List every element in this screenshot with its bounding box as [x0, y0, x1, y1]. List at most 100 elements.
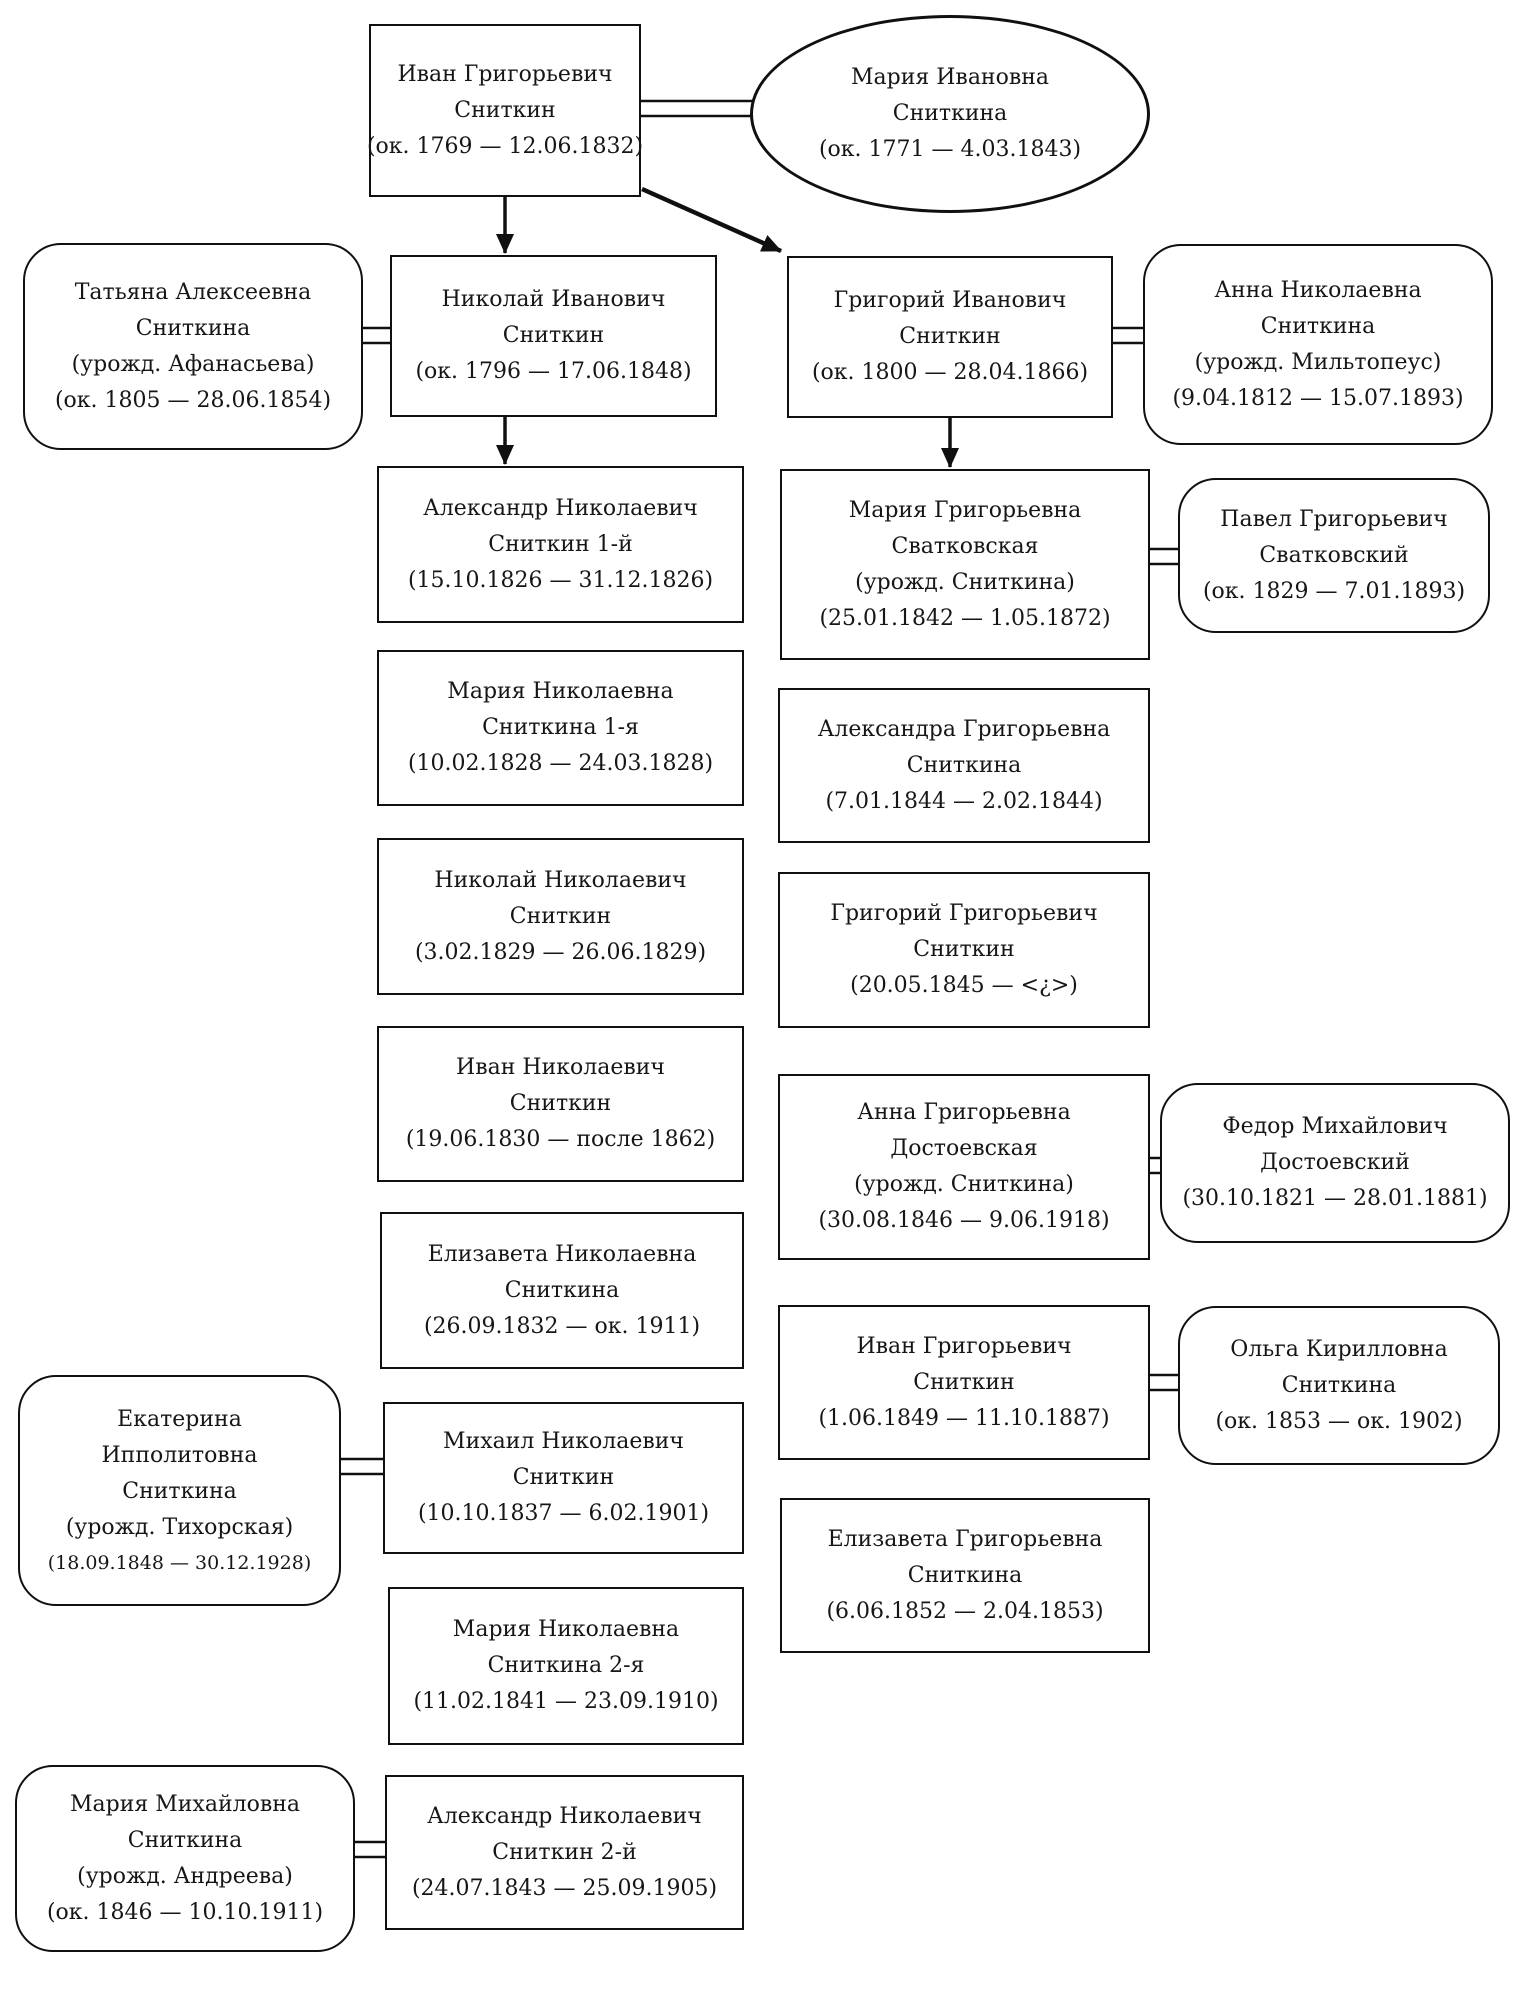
person-name-line: Сниткина [122, 1478, 237, 1504]
person-detail-line: (ок. 1805 — 28.06.1854) [54, 387, 332, 413]
person-detail-line: (30.08.1846 — 9.06.1918) [818, 1208, 1110, 1233]
person-name-line: Григорий Иванович [833, 288, 1067, 313]
person-name-line: Екатерина [117, 1406, 242, 1432]
person-name-line: Сниткина [504, 1277, 620, 1303]
person-detail-line: (18.09.1848 — 30.12.1928) [47, 1551, 312, 1574]
person-name-line: Александр Николаевич [427, 1803, 702, 1829]
person-detail-line: (ок. 1769 — 12.06.1832) [366, 133, 644, 159]
descent-arrow-ivan-g-snitkin-sr--grigory-i-snitkin [641, 186, 782, 254]
person-name-line: Николай Иванович [441, 287, 666, 312]
person-name-line: Ольга Кирилловна [1230, 1336, 1448, 1362]
person-name-line: Сниткин [454, 97, 556, 123]
person-detail-line: (ок. 1771 — 4.03.1843) [818, 137, 1082, 162]
person-detail-line: (1.06.1849 — 11.10.1887) [818, 1405, 1110, 1431]
person-name-line: Мария Михайловна [69, 1791, 301, 1817]
person-name-line: Мария Ивановна [850, 65, 1050, 90]
person-name-line: Сниткин [512, 1465, 615, 1490]
person-name-line: Сниткин 1-й [488, 531, 633, 557]
person-name-line: Сниткина [1260, 313, 1376, 339]
person-detail-line: (6.06.1852 — 2.04.1853) [826, 1598, 1104, 1624]
person-name-line: Павел Григорьевич [1220, 506, 1448, 532]
person-detail-line: (10.02.1828 — 24.03.1828) [407, 751, 714, 776]
person-detail-line: (ок. 1853 — ок. 1902) [1215, 1408, 1463, 1434]
person-detail-line: (11.02.1841 — 23.09.1910) [413, 1689, 719, 1714]
person-detail-line: (урожд. Афанасьева) [71, 351, 315, 377]
person-name-line: Елизавета Николаевна [427, 1241, 697, 1267]
person-name-line: Сниткина 2-я [487, 1653, 645, 1678]
person-detail-line: (ок. 1846 — 10.10.1911) [46, 1899, 324, 1925]
person-name-line: Сниткина [135, 315, 251, 341]
person-name-line: Сниткин 2-й [492, 1839, 637, 1865]
person-detail-line: (9.04.1812 — 15.07.1893) [1172, 385, 1464, 411]
person-name-line: Сватковская [891, 533, 1039, 559]
person-detail-line: (ок. 1796 — 17.06.1848) [415, 359, 692, 384]
person-name-line: Мария Николаевна [452, 1617, 680, 1642]
person-name-line: Сниткин [899, 324, 1001, 349]
person-name-line: Сниткин [913, 937, 1015, 962]
person-detail-line: (урожд. Андреева) [77, 1863, 293, 1889]
person-detail-line: (19.06.1830 — после 1862) [405, 1127, 716, 1152]
person-name-line: Мария Николаевна [447, 679, 674, 704]
person-name-line: Сниткина 1-я [482, 715, 639, 740]
person-name-line: Иван Григорьевич [856, 1333, 1072, 1359]
person-detail-line: (урожд. Тихорская) [65, 1514, 294, 1540]
person-name-line: Елизавета Григорьевна [827, 1526, 1103, 1552]
person-detail-line: (20.05.1845 — <¿>) [850, 973, 1078, 998]
person-name-line: Анна Григорьевна [857, 1100, 1071, 1125]
person-name-line: Татьяна Алексеевна [74, 279, 312, 305]
person-name-line: Александра Григорьевна [817, 716, 1111, 742]
person-name-line: Сниткина [1281, 1372, 1397, 1398]
person-detail-line: (30.10.1821 — 28.01.1881) [1182, 1186, 1488, 1211]
person-name-line: Сватковский [1259, 542, 1409, 568]
person-detail-line: (урожд. Сниткина) [855, 569, 1075, 595]
person-name-line: Николай Николаевич [434, 867, 687, 893]
person-detail-line: (24.07.1843 — 25.09.1905) [411, 1875, 718, 1901]
person-name-line: Сниткин [509, 903, 612, 929]
person-detail-line: (урожд. Сниткина) [854, 1172, 1074, 1197]
person-name-line: Достоевская [890, 1136, 1038, 1161]
person-name-line: Григорий Григорьевич [830, 901, 1098, 926]
person-detail-line: (15.10.1826 — 31.12.1826) [407, 567, 714, 593]
person-name-line: Сниткин [509, 1091, 612, 1116]
person-detail-line: (урожд. Мильтопеус) [1194, 349, 1442, 375]
person-name-line: Сниткина [907, 1562, 1023, 1588]
person-detail-line: (ок. 1800 — 28.04.1866) [811, 360, 1089, 385]
person-name-line: Иван Григорьевич [397, 61, 613, 87]
person-detail-line: (25.01.1842 — 1.05.1872) [819, 605, 1111, 631]
person-name-line: Сниткина [892, 101, 1008, 126]
person-name-line: Федор Михайлович [1222, 1114, 1448, 1139]
person-name-line: Сниткина [127, 1827, 243, 1853]
person-name-line: Иван Николаевич [456, 1055, 665, 1080]
person-name-line: Мария Григорьевна [848, 497, 1082, 523]
person-name-line: Сниткин [913, 1369, 1015, 1395]
person-name-line: Ипполитовна [101, 1442, 258, 1468]
person-detail-line: (3.02.1829 — 26.06.1829) [414, 939, 707, 965]
person-name-line: Достоевский [1260, 1150, 1410, 1175]
person-detail-line: (10.10.1837 — 6.02.1901) [417, 1501, 710, 1526]
